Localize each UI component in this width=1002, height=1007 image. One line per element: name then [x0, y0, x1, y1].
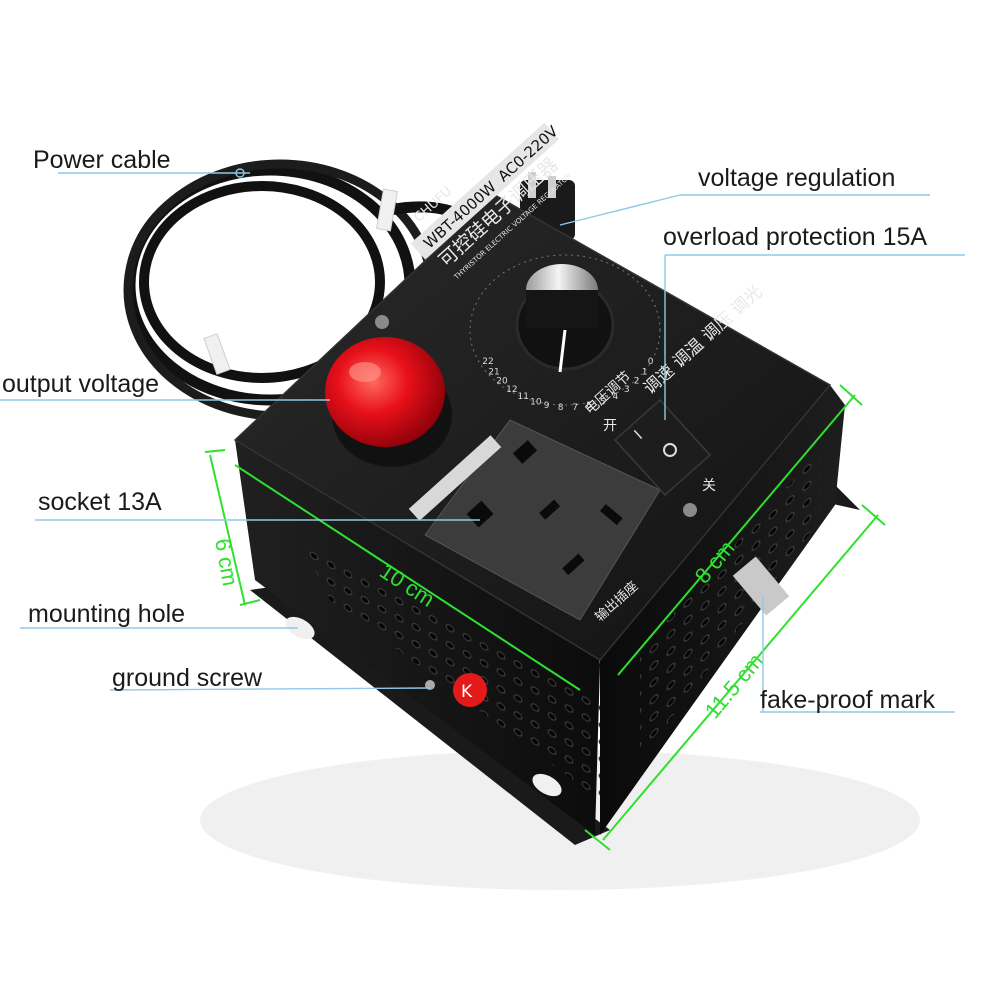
fake-proof-sticker — [732, 556, 790, 616]
dial-tick-label: 8 — [558, 403, 564, 413]
switch-mark-off — [663, 443, 677, 457]
callout-mounting-hole: mounting hole — [28, 600, 186, 628]
dial-tick-label: 0 — [648, 357, 654, 367]
top-panel — [233, 194, 832, 661]
callout-ground-screw: ground screw — [112, 664, 263, 692]
dial-tick-label: 3 — [624, 385, 630, 395]
dial-tick-label: 4 — [613, 392, 619, 402]
switch-on-label: 开 — [603, 418, 617, 434]
mounting-hole — [285, 616, 315, 640]
warning-strip — [408, 435, 502, 521]
dial-tick-label: 22 — [482, 357, 493, 367]
callout-voltage-regulation: voltage regulation — [698, 164, 896, 192]
switch-off-label: 关 — [702, 478, 716, 494]
callout-output-voltage: output voltage — [2, 370, 160, 398]
callout-socket: socket 13A — [38, 488, 162, 516]
screw-icon — [683, 503, 697, 517]
mounting-hole — [532, 773, 562, 797]
dimension-lines — [204, 384, 886, 851]
dial-tick-label: 7 — [572, 403, 578, 413]
dial-tick-label: 10 — [530, 397, 542, 407]
dial-tick-label: 12 — [506, 385, 517, 395]
ground-sticker-mark: K — [461, 682, 473, 702]
dial-tick-label: 9 — [544, 401, 550, 411]
dim-height: 6 cm — [210, 537, 243, 588]
dial-tick-label: 1 — [642, 367, 648, 377]
dial-tick-label: 21 — [488, 367, 499, 377]
ground-sticker — [453, 673, 487, 707]
output-voltage-indicator — [325, 337, 452, 467]
callout-overload-protection: overload protection 15A — [663, 223, 928, 251]
dial-tick-label: 5 — [600, 397, 606, 407]
callout-lines — [0, 168, 965, 713]
dial-tick-label: 6 — [586, 401, 592, 411]
voltage-knob[interactable] — [515, 264, 615, 373]
callout-fake-proof: fake-proof mark — [760, 686, 936, 714]
screw-icon — [375, 315, 389, 329]
callout-power-cable: Power cable — [33, 146, 171, 174]
dial-tick-label: 20 — [496, 377, 508, 387]
dial-tick-label: 11 — [518, 392, 529, 402]
power-switch[interactable]: I — [613, 398, 712, 497]
dial-tick-label: 2 — [634, 377, 640, 387]
